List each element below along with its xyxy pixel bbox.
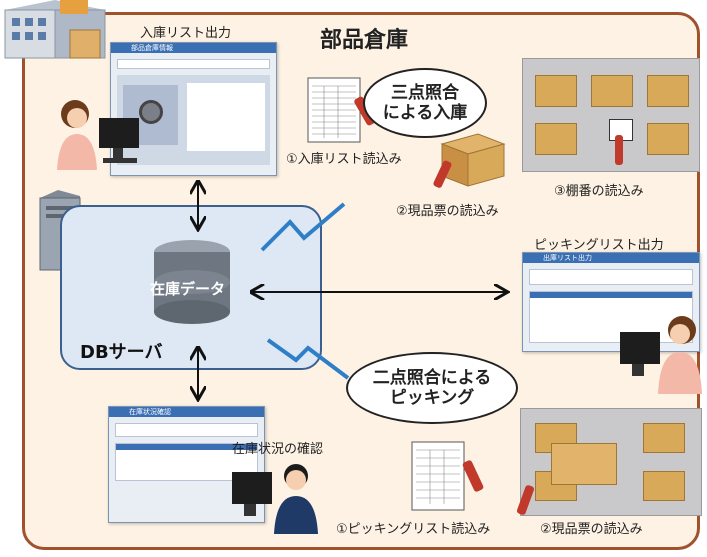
page-title: 部品倉庫 (320, 28, 409, 53)
database-icon (154, 240, 230, 324)
operator-woman-picking-icon (620, 316, 702, 394)
inbound-step3: ③棚番の読込み (554, 184, 644, 199)
picking-bubble-line1: 二点照合による (372, 367, 492, 388)
picking-bubble-line2: ピッキング (389, 388, 475, 408)
building-icon (4, 0, 106, 59)
operator-man-icon (232, 464, 318, 534)
lightning-inbound (260, 202, 346, 252)
picking-shelf (516, 408, 702, 516)
parcel-icon (433, 133, 506, 188)
inbound-step1: ①入庫リスト読込み (286, 152, 402, 167)
stock-screen: 在庫状況確認 (108, 406, 265, 523)
picking-list-sheet-icon (411, 441, 484, 511)
picking-list-output-label: ピッキングリスト出力 (534, 238, 664, 253)
inbound-list-output-label: 入庫リスト出力 (140, 26, 232, 41)
db-label: 在庫データ (150, 280, 226, 298)
db-server-label: DBサーバ (80, 342, 163, 363)
picking-bubble: 二点照合による ピッキング (346, 352, 518, 424)
inbound-step2: ②現品票の読込み (396, 204, 499, 219)
inbound-bubble: 三点照合 による入庫 (363, 68, 487, 138)
stock-screen-title: 在庫状況確認 (129, 408, 171, 416)
picking-step1: ①ピッキングリスト読込み (336, 522, 491, 537)
picking-screen-title: 出庫リスト出力 (543, 254, 592, 262)
operator-woman-icon (57, 100, 139, 170)
picking-step2: ②現品票の読込み (540, 522, 643, 537)
inbound-bubble-line2: による入庫 (382, 103, 468, 123)
stock-check-label: 在庫状況の確認 (232, 442, 324, 457)
picking-screen: 出庫リスト出力 (522, 252, 700, 352)
inbound-shelf (522, 58, 700, 172)
inbound-screen-title: 部品倉庫情報 (131, 44, 173, 52)
inbound-bubble-line1: 三点照合 (391, 82, 459, 103)
lightning-picking (266, 338, 350, 380)
